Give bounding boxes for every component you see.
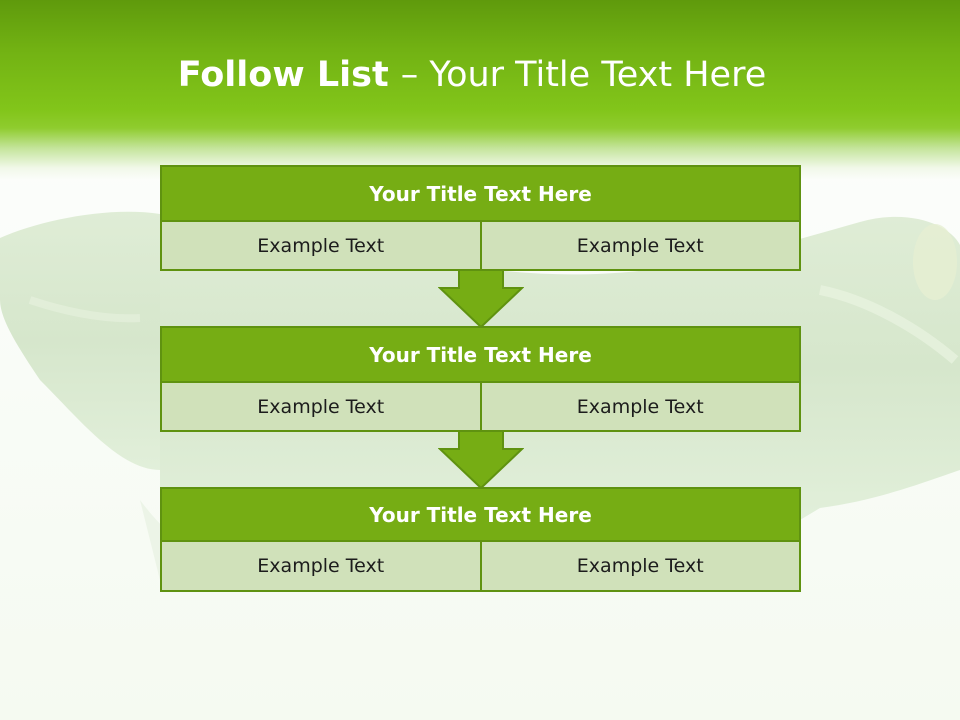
block-cell-left: Example Text	[160, 383, 482, 432]
list-block-2: Your Title Text Here Example Text Exampl…	[160, 326, 801, 432]
page-title-rest: – Your Title Text Here	[400, 55, 767, 95]
header-band	[0, 0, 960, 180]
block-title: Your Title Text Here	[160, 326, 801, 383]
block-row: Example Text Example Text	[160, 222, 801, 271]
block-cell-left: Example Text	[160, 222, 482, 271]
block-cell-right: Example Text	[481, 383, 801, 432]
down-arrow-icon	[438, 270, 524, 328]
block-cell-right: Example Text	[481, 222, 801, 271]
block-title: Your Title Text Here	[160, 165, 801, 222]
block-title: Your Title Text Here	[160, 487, 801, 542]
page-title: Follow List – Your Title Text Here	[0, 52, 944, 98]
list-block-1: Your Title Text Here Example Text Exampl…	[160, 165, 801, 271]
block-cell-right: Example Text	[481, 542, 801, 592]
page-title-bold: Follow List	[177, 55, 389, 95]
block-row: Example Text Example Text	[160, 383, 801, 432]
block-cell-left: Example Text	[160, 542, 482, 592]
list-block-3: Your Title Text Here Example Text Exampl…	[160, 487, 801, 592]
down-arrow-icon	[438, 431, 524, 489]
block-row: Example Text Example Text	[160, 542, 801, 592]
